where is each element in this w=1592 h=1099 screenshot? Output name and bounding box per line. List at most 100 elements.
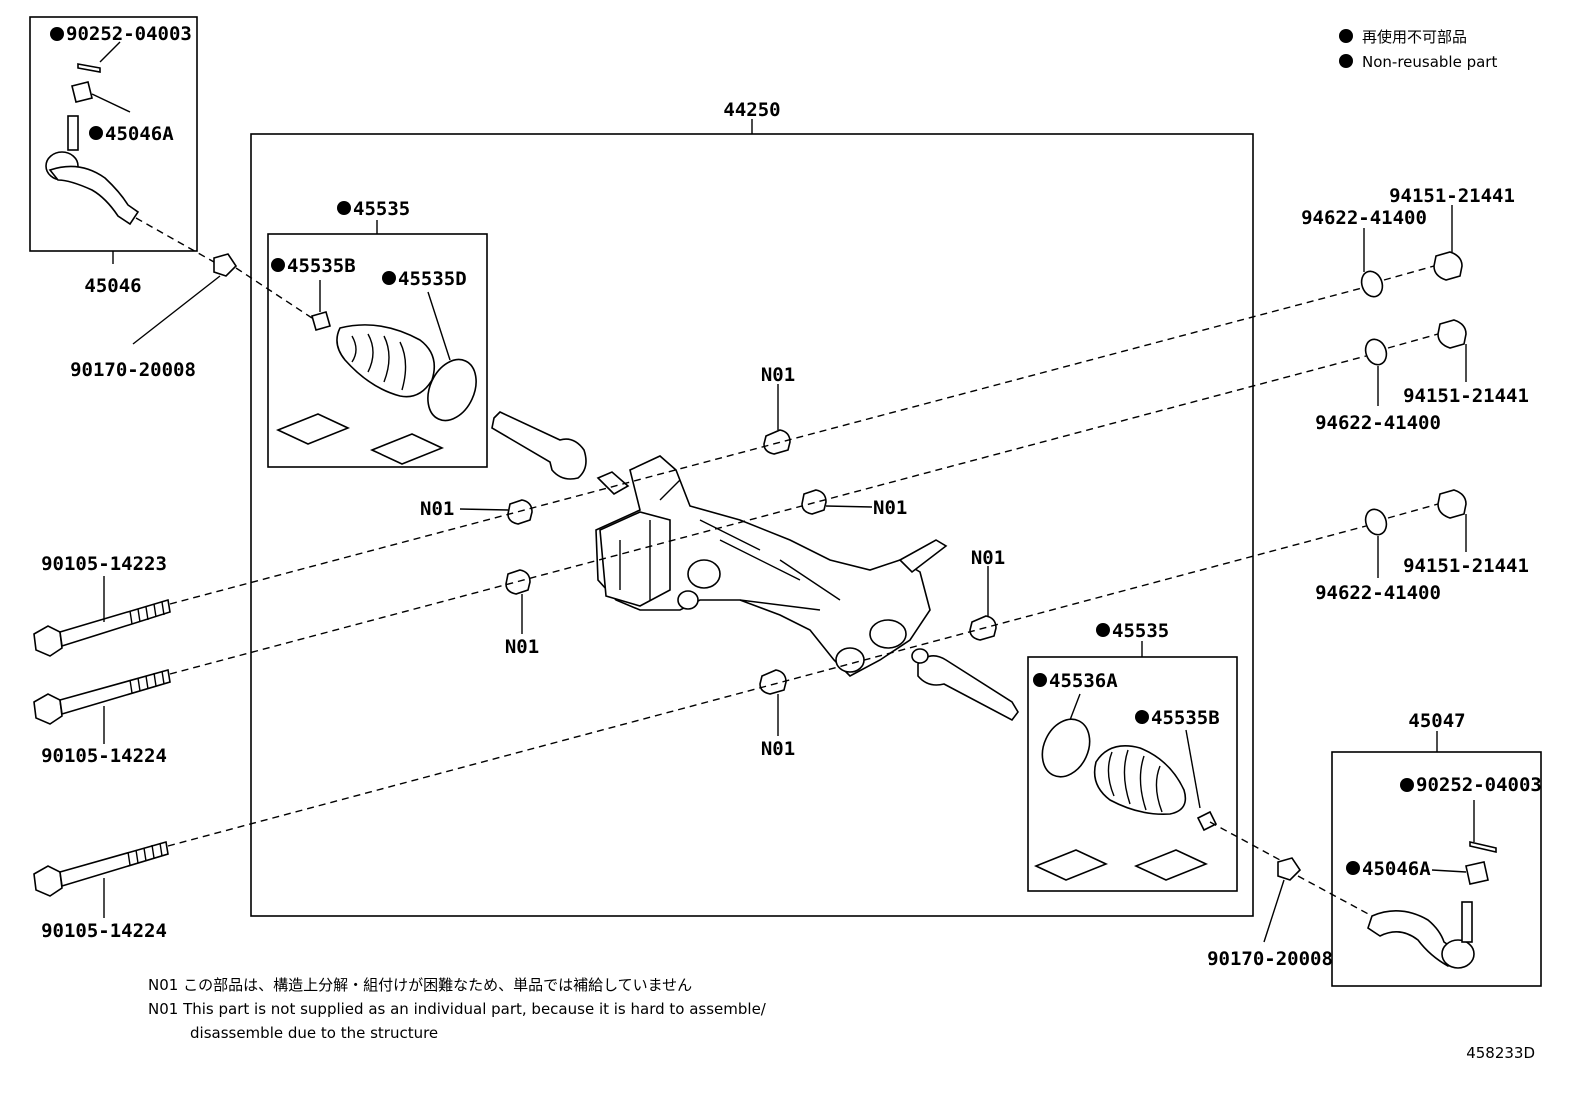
bolt-1-alignment [169,287,1363,605]
washer-nut-set-3 [1364,489,1467,536]
label-45046: 45046 [84,275,141,297]
label-94151-21441-2: 94151-21441 [1403,385,1529,407]
bolt-head [33,625,63,657]
washer-nut-set-1 [1360,251,1463,298]
alignment-dash [1297,875,1373,917]
label-45535-left: 45535 [353,198,410,220]
washer [1360,270,1384,298]
non-reusable-dot-icon [1033,673,1047,687]
inner-tie-rod-right [917,655,1019,722]
bolt-head [33,693,63,725]
non-reusable-dot-icon [89,126,103,140]
label-45047: 45047 [1408,710,1465,732]
label-45536A-right: 45536A [1049,670,1118,692]
leader-line [1431,869,1467,873]
label-n01-1: N01 [761,364,795,386]
bolt-thread [127,842,163,866]
grease-packet [369,433,445,465]
bolt-thread [129,601,165,625]
label-45535D-left: 45535D [398,268,467,290]
alignment-dash [235,267,313,319]
label-94622-41400-1: 94622-41400 [1301,207,1427,229]
boot-clamp-right [1041,718,1091,778]
bolt-2 [33,668,171,725]
leader-line [427,291,451,361]
pinion-input-shaft [898,539,948,574]
non-reusable-dot-icon [337,201,351,215]
label-45046A-left: 45046A [105,123,174,145]
bolt-3-alignment [1387,503,1439,519]
steering-gear-housing [595,455,948,677]
label-n01-5: N01 [971,547,1005,569]
legend-english: Non-reusable part [1362,53,1497,71]
label-90252-04003-left: 90252-04003 [66,23,192,45]
label-n01-3: N01 [873,497,907,519]
leader-line [459,508,509,511]
ball-joint-housing [1441,939,1475,969]
boot-clip-right [1196,810,1218,832]
non-reusable-dot-icon [1339,29,1353,43]
label-90105-14224-b: 90105-14224 [41,920,167,942]
cotter-pin-left [77,63,101,73]
non-reusable-dot-icon [382,271,396,285]
non-reusable-dot-icon [1400,778,1414,792]
boot-kit-right-frame [1027,656,1238,892]
boot-clamp-left [427,358,477,422]
bushing-n01 [801,489,827,515]
label-45535B-right: 45535B [1151,707,1220,729]
housing-detail-lines [619,479,841,611]
leader-line [1263,879,1285,943]
label-90105-14223: 90105-14223 [41,553,167,575]
lock-nut-left [213,253,238,277]
label-44250: 44250 [723,99,780,121]
non-reusable-dot-icon [1346,861,1360,875]
non-reusable-dot-icon [1096,623,1110,637]
bolt-head [33,865,63,897]
rack-end [596,471,630,495]
bolt-shank [59,598,171,648]
label-45535-right: 45535 [1112,620,1169,642]
footnote-japanese: N01 この部品は、構造上分解・組付けが困難なため、単品では補給していません [148,976,692,994]
flange-nut [1437,319,1467,349]
bellows-ribs [351,333,407,391]
label-94151-21441-3: 94151-21441 [1403,555,1529,577]
steering-boot-right [1093,745,1187,816]
non-reusable-dot-icon [50,27,64,41]
leader-line [825,505,873,508]
motor-unit [599,511,671,607]
castle-nut-right [1465,861,1489,885]
bolt-2-alignment [1387,333,1439,349]
bolt-2-alignment [169,355,1367,675]
label-90105-14224-a: 90105-14224 [41,745,167,767]
grease-packet [1033,849,1109,881]
non-reusable-dot-icon [1135,710,1149,724]
alignment-dash [1209,821,1281,861]
label-n01-6: N01 [761,738,795,760]
bolt-3 [33,840,169,897]
bolt-1 [33,598,171,657]
flange-nut [1437,489,1467,519]
leader-line [1185,729,1201,809]
alignment-dash [135,217,215,263]
inner-tie-rod-left [491,411,587,480]
non-reusable-dot-icon [271,258,285,272]
footnote-english-line1: N01 This part is not supplied as an indi… [148,1000,767,1018]
ball-stud [1461,901,1473,943]
washer [1364,508,1388,536]
leader-line [132,275,221,345]
bushing-group: N01 N01 N01 N01 N01 N01 [420,364,1005,760]
grease-packet [1133,849,1209,881]
diagram-code: 458233D [1466,1044,1535,1062]
label-n01-2: N01 [420,498,454,520]
bellows [336,324,436,398]
label-94622-41400-3: 94622-41400 [1315,582,1441,604]
mounting-boss [835,647,865,673]
bolt-3-alignment [167,525,1367,847]
bolt-shank [59,840,169,888]
label-90170-20008-left: 90170-20008 [70,359,196,381]
bolt-shank [59,668,171,716]
mounting-boss [687,559,721,589]
leader-line [91,93,131,113]
legend-japanese: 再使用不可部品 [1362,28,1467,46]
bushing-n01 [505,569,531,595]
